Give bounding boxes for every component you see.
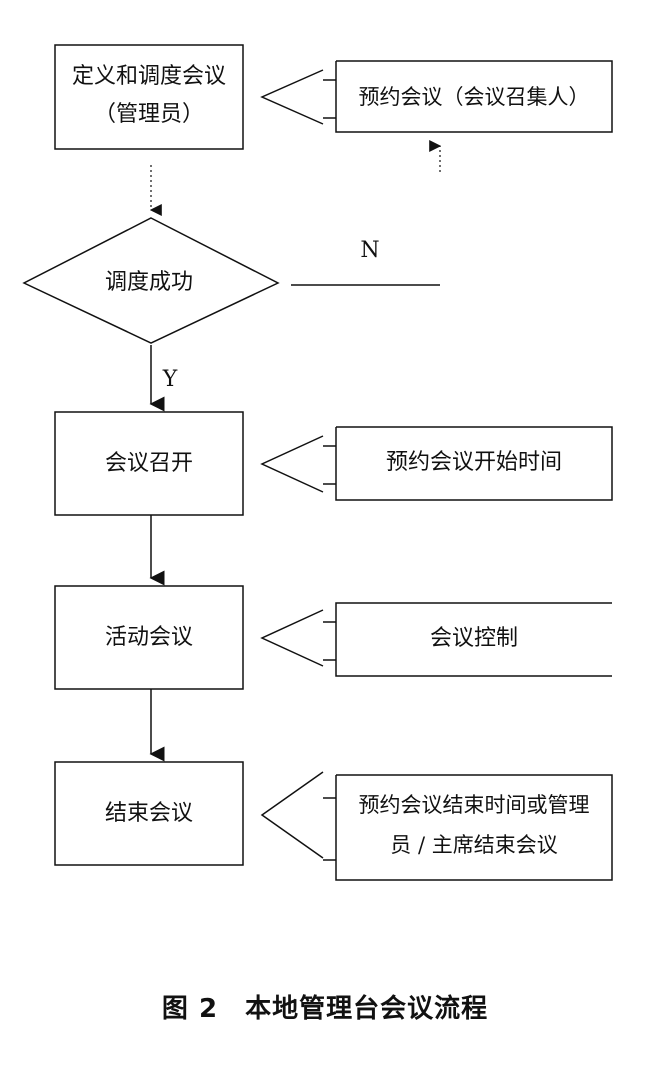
active-box [54, 585, 244, 690]
control-label: 会议控制 [429, 626, 518, 651]
reserve-label: 预约会议（会议召集人） [358, 85, 590, 109]
define-label-line1: 定义和调度会议 [71, 64, 226, 89]
end-box [54, 761, 244, 866]
define-box [54, 44, 244, 150]
control-input-shape [260, 602, 612, 677]
end-time-label-line1: 预约会议结束时间或管理 [358, 793, 590, 817]
yes-label: Y [162, 367, 178, 392]
active-label: 活动会议 [104, 625, 193, 650]
no-label: N [360, 238, 380, 263]
figure-caption: 图 2 本地管理台会议流程 [161, 994, 489, 1024]
end-time-label-line2: 员 / 主席结束会议 [390, 833, 558, 857]
start-time-input-shape [260, 426, 613, 501]
decision-diamond [22, 217, 280, 344]
start-time-label: 预约会议开始时间 [385, 450, 562, 475]
define-label-line2: （管理员） [93, 102, 204, 127]
end-label: 结束会议 [104, 801, 193, 826]
reserve-input-shape [260, 60, 613, 133]
end-time-input-shape [260, 771, 613, 881]
start-label: 会议召开 [104, 451, 193, 476]
decision-label: 调度成功 [104, 270, 193, 295]
start-box [54, 411, 244, 516]
